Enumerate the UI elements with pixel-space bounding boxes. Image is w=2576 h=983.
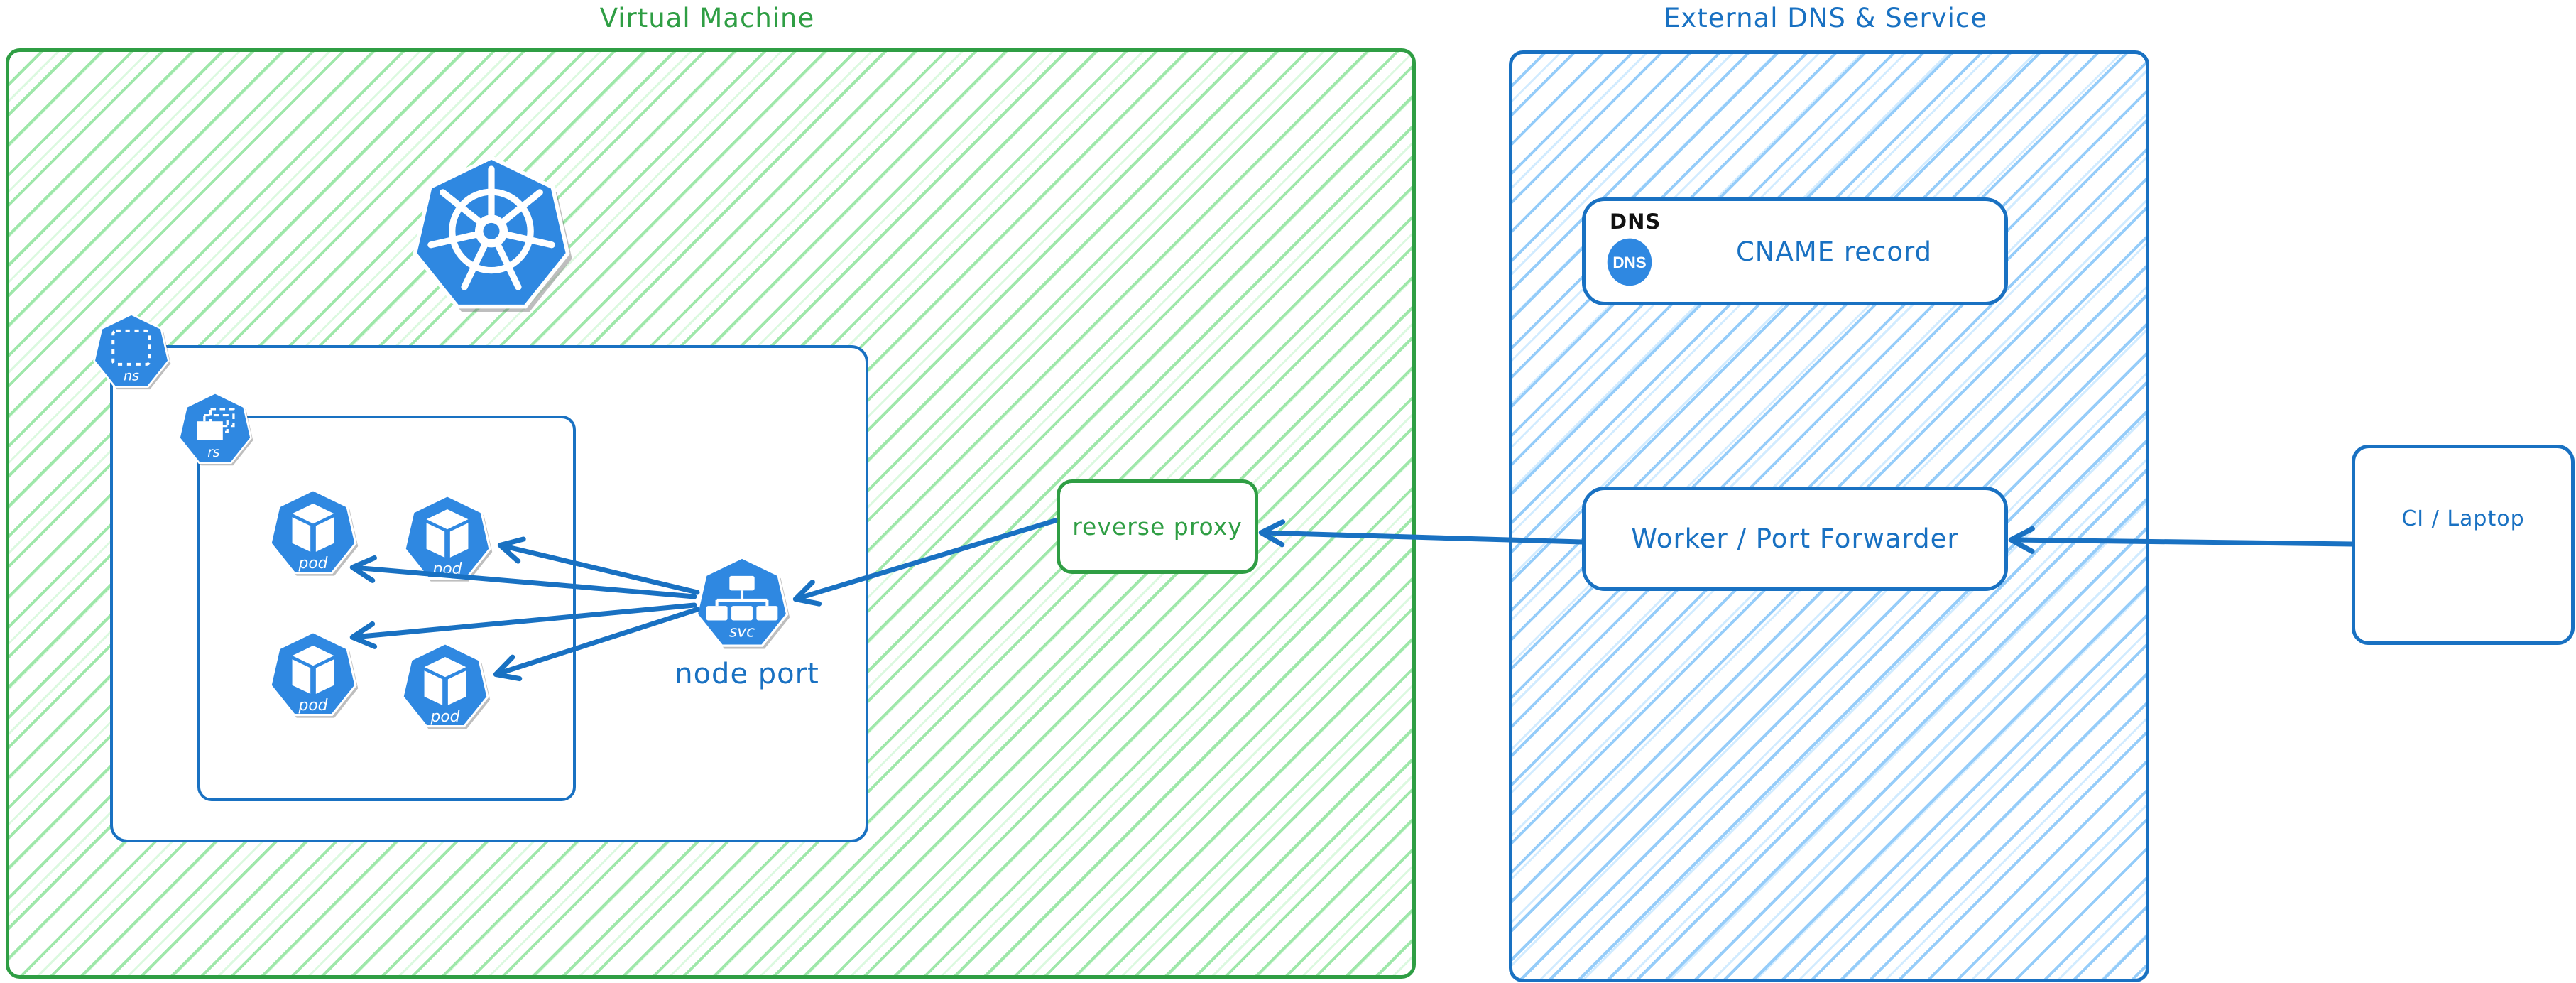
cname-record-label: CNAME record bbox=[1735, 236, 1933, 267]
reverse-proxy-card: reverse proxy bbox=[1057, 479, 1258, 574]
dns-tag-label: DNS bbox=[1610, 210, 1661, 234]
dns-icon: DNS bbox=[1605, 238, 1654, 286]
replicaset-boundary-box bbox=[197, 416, 576, 801]
pod-icon-label: pod bbox=[298, 555, 328, 572]
replicaset-icon-label: rs bbox=[207, 445, 220, 460]
reverse-proxy-label: reverse proxy bbox=[1072, 513, 1243, 541]
pod-icon-label: pod bbox=[432, 560, 462, 578]
pod-icon: pod bbox=[400, 641, 491, 732]
pod-icon-label: pod bbox=[298, 697, 328, 715]
ci-laptop-label: CI / Laptop bbox=[2401, 506, 2525, 531]
dns-icon-text: DNS bbox=[1612, 254, 1646, 271]
dns-card: DNS DNS CNAME record bbox=[1582, 197, 2008, 305]
vm-region-title: Virtual Machine bbox=[599, 3, 815, 33]
service-icon-label: svc bbox=[729, 624, 755, 641]
kubernetes-logo-icon bbox=[410, 153, 573, 316]
service-icon: svc bbox=[694, 555, 790, 651]
pod-icon-label: pod bbox=[430, 708, 460, 726]
pod-icon: pod bbox=[268, 487, 359, 578]
namespace-icon: ns bbox=[92, 312, 171, 391]
pod-icon: pod bbox=[402, 493, 493, 584]
worker-port-forwarder-label: Worker / Port Forwarder bbox=[1631, 523, 1959, 554]
external-region-title: External DNS & Service bbox=[1663, 3, 1988, 33]
worker-port-forwarder-card: Worker / Port Forwarder bbox=[1582, 487, 2008, 591]
pod-icon: pod bbox=[268, 629, 359, 720]
replicaset-icon: rs bbox=[177, 391, 253, 467]
ci-laptop-card: CI / Laptop bbox=[2352, 445, 2575, 645]
namespace-icon-label: ns bbox=[124, 368, 139, 384]
node-port-label: node port bbox=[675, 658, 819, 690]
